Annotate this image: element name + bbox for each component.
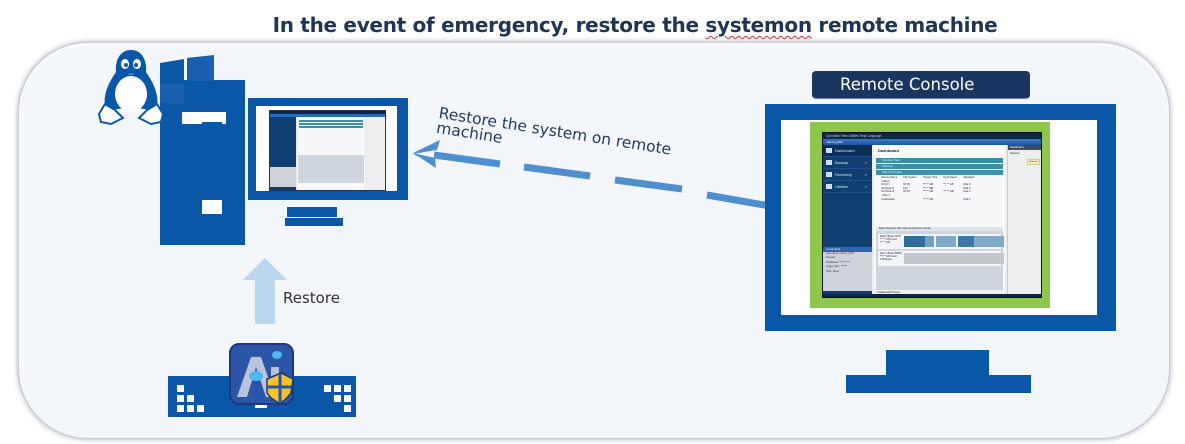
app-statusbar xyxy=(823,294,1041,297)
remote-monitor-base xyxy=(846,375,1031,393)
linux-penguin-icon xyxy=(97,50,165,126)
cell: ***.** GB xyxy=(943,183,954,187)
app-right-pane: Dashboard Network Refresh xyxy=(1007,145,1041,295)
remote-screen-highlight: Operation View Utilities Help Language d… xyxy=(810,122,1050,308)
local-host-row: IP Address: ***.**.*.** xyxy=(826,260,851,264)
local-host-row: Logon User: ****** xyxy=(826,265,847,269)
table-row[interactable]: - Disk 1 xyxy=(878,194,977,198)
disk-label: Disk 0 Basic (GPT) ***.** GB Used: ***.*… xyxy=(880,235,902,245)
disk-legend-toolbar: Basic Dynamic disk Volume Dynamic volume xyxy=(876,227,1003,232)
restore-up-arrow-icon xyxy=(243,258,287,324)
remote-app-screenshot: Operation View Utilities Help Language d… xyxy=(822,132,1042,298)
table-row[interactable]: - Disk 0 xyxy=(878,180,977,184)
column-header: Used Space xyxy=(943,176,958,179)
table-row[interactable]: Vol (Disk 0) FAT ***.** MB Disk 0 xyxy=(878,187,977,191)
title-misspelled-word: systemon xyxy=(705,13,812,37)
ai-shield-app-icon xyxy=(229,343,294,408)
cell: - Disk 0 xyxy=(881,179,890,183)
network-item[interactable]: Network xyxy=(1010,152,1020,155)
cell: Unallocated xyxy=(881,197,895,201)
local-monitor-base xyxy=(285,218,343,226)
local-host-panel: Local Host Host Name: demo_pc01 Domain: … xyxy=(823,247,872,291)
cell: - Disk 1 xyxy=(881,193,890,197)
local-app-screenshot-thumbnail xyxy=(269,110,386,191)
remote-restore-dashed-arrow xyxy=(413,140,770,210)
right-pane-header: Dashboard xyxy=(1008,145,1041,150)
remote-monitor-icon: Operation View Utilities Help Language d… xyxy=(765,104,1116,331)
refresh-button[interactable]: Refresh xyxy=(1027,159,1040,165)
sidebar-item-recovery[interactable]: Recovery> xyxy=(823,169,872,181)
cell: ***.** GB xyxy=(922,197,934,201)
disk-map: Disk 0 Basic (GPT) ***.** GB Used: ***.*… xyxy=(876,231,1004,294)
cell: Disk 0 xyxy=(963,183,971,187)
app-titlebar: demo_pc01 xyxy=(823,139,1041,145)
section-common-task[interactable]: Common Task xyxy=(876,158,1003,163)
local-host-row: Host Name: demo_pc01 xyxy=(826,252,854,255)
disk-label: Disk 1 Basic (MBR) ***.** GB Used: 0.00 … xyxy=(880,252,902,262)
local-monitor-icon xyxy=(248,98,408,200)
app-menubar: Operation View Utilities Help Language xyxy=(823,133,1041,139)
column-header: Volume Name xyxy=(881,176,898,179)
sidebar-item-utilities[interactable]: Utilities> xyxy=(823,181,872,193)
local-host-row: Task: None xyxy=(826,269,839,273)
disk-1[interactable]: Disk 1 Basic (MBR) ***.** GB Used: 0.00 … xyxy=(878,251,1004,267)
cell: ***.** MB xyxy=(922,186,934,190)
partition-legend: Unallocated Primary xyxy=(874,290,1005,295)
main-heading: Dashboard xyxy=(878,148,899,153)
cell: Vol (Disk 0) xyxy=(881,186,895,190)
cell: Vol (C:) xyxy=(881,183,890,187)
table-row[interactable]: Vol (C:) NTFS ***.** GB ***.** GB Disk 0 xyxy=(878,183,977,187)
column-header: File System xyxy=(903,176,917,179)
title-text-end: remote machine xyxy=(811,13,998,37)
cell: FAT xyxy=(903,186,908,190)
cell: ***.** GB xyxy=(943,190,954,194)
partition-block[interactable] xyxy=(936,236,956,248)
unallocated-block[interactable] xyxy=(904,253,1004,265)
partition-block[interactable] xyxy=(904,236,934,248)
app-main-pane: Dashboard Common Task Task log Disk Info… xyxy=(874,145,1005,295)
sidebar-item-backup[interactable]: Backup> xyxy=(823,157,872,169)
local-monitor-stand xyxy=(287,207,337,217)
chevron-right-icon: > xyxy=(864,184,867,189)
disk-table: Volume Name File System Volume Size Used… xyxy=(878,176,977,201)
local-host-header: Local Host xyxy=(823,247,872,252)
section-disk-information[interactable]: Disk Information xyxy=(876,170,1003,175)
chevron-right-icon: > xyxy=(864,172,867,177)
cell: Disk 0 xyxy=(963,186,971,190)
cell: Disk 1 xyxy=(963,197,971,201)
table-row[interactable]: Vol (Disk 0) NTFS ***.** GB ***.** GB Disk 0 xyxy=(878,190,977,194)
table-header-row: Volume Name File System Volume Size Used… xyxy=(878,176,977,180)
column-header: Volume Size xyxy=(922,176,938,179)
windows-logo-icon xyxy=(160,55,214,109)
title-text: In the event of emergency, restore the xyxy=(272,13,706,37)
cell: ***.** GB xyxy=(922,183,934,187)
cell: Disk 0 xyxy=(963,190,971,194)
local-host-row: Domain: xyxy=(826,256,836,260)
remote-console-badge: Remote Console xyxy=(812,71,1030,99)
chevron-right-icon: > xyxy=(864,160,867,165)
restore-label: Restore xyxy=(283,289,340,307)
section-task-log[interactable]: Task log xyxy=(876,164,1003,169)
cell: NTFS xyxy=(903,183,911,187)
partition-block[interactable] xyxy=(958,236,1004,248)
diagram-title: In the event of emergency, restore the s… xyxy=(0,13,1185,37)
cell: Vol (Disk 0) xyxy=(881,190,895,194)
sidebar-item-dashboard[interactable]: Dashboard xyxy=(823,145,872,157)
cell: NTFS xyxy=(903,190,911,194)
disk-0[interactable]: Disk 0 Basic (GPT) ***.** GB Used: ***.*… xyxy=(878,234,1004,250)
column-header: Allocated xyxy=(963,176,975,179)
table-row[interactable]: Unallocated ***.** GB Disk 1 xyxy=(878,198,977,202)
remote-monitor-stand xyxy=(886,350,989,376)
cell: ***.** GB xyxy=(922,190,934,194)
